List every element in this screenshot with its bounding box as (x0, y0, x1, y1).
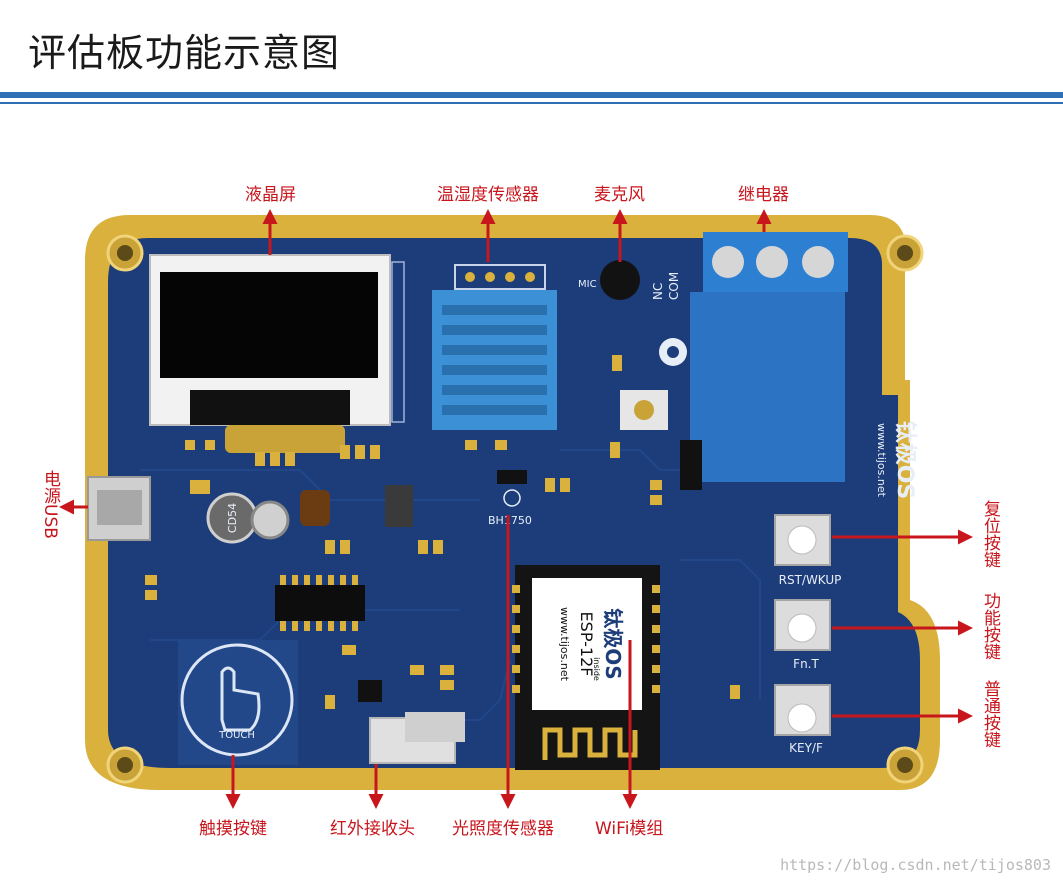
touch-key: TOUCH (178, 640, 298, 765)
svg-text:ESP-12F: ESP-12F (577, 612, 596, 677)
normal-button: KEY/F (774, 684, 831, 755)
label-usb-power: 电源USB (40, 470, 60, 539)
svg-text:www.tijos.net: www.tijos.net (875, 423, 888, 498)
label-temp-humidity: 温湿度传感器 (437, 185, 539, 205)
svg-text:inside: inside (592, 657, 601, 681)
label-mic: 麦克风 (594, 185, 645, 205)
watermark: https://blog.csdn.net/tijos803 (780, 856, 1051, 874)
function-button: Fn.T (774, 599, 831, 671)
svg-text:www.tijos.net: www.tijos.net (558, 607, 571, 682)
svg-text:MIC: MIC (578, 279, 597, 290)
label-function-key: 功能按键 (980, 592, 1000, 660)
inductor: CD54 (206, 485, 413, 544)
svg-text:钛极OS: 钛极OS (601, 608, 625, 679)
svg-text:CD54: CD54 (226, 503, 239, 533)
light-sensor: BH1750 (488, 470, 532, 527)
label-light-sensor: 光照度传感器 (452, 819, 554, 839)
svg-text:NC: NC (651, 283, 665, 300)
title-rule-thin (0, 102, 1063, 104)
lcd-module (149, 254, 405, 453)
title-rule-thick (0, 92, 1063, 98)
usb-connector (87, 476, 151, 541)
relay-module (680, 232, 848, 490)
label-lcd: 液晶屏 (245, 185, 296, 205)
ir-receiver (358, 680, 465, 764)
label-normal-key: 普通按键 (980, 680, 1000, 748)
microphone: MIC (578, 260, 640, 300)
svg-text:KEY/F: KEY/F (789, 741, 823, 755)
label-reset-key: 复位按键 (980, 500, 1000, 568)
svg-text:钛极OS: 钛极OS (892, 421, 918, 500)
page-title: 评估板功能示意图 (28, 31, 341, 75)
wifi-module: 钛极OS ESP-12F www.tijos.net inside (512, 565, 660, 770)
board-logo: 钛极OS www.tijos.net (875, 421, 918, 500)
label-touch-key: 触摸按键 (199, 819, 267, 839)
reset-button: RST/WKUP (774, 514, 842, 587)
label-wifi-module: WiFi模组 (595, 819, 664, 839)
ic-chip (275, 585, 365, 621)
svg-text:Fn.T: Fn.T (793, 657, 819, 671)
label-ir-receiver: 红外接收头 (330, 819, 415, 839)
svg-text:RST/WKUP: RST/WKUP (779, 573, 842, 587)
label-relay: 继电器 (738, 185, 789, 205)
svg-text:COM: COM (667, 272, 681, 300)
temp-humidity-sensor (432, 264, 557, 430)
svg-text:BH1750: BH1750 (488, 514, 532, 527)
svg-text:TOUCH: TOUCH (218, 730, 255, 741)
